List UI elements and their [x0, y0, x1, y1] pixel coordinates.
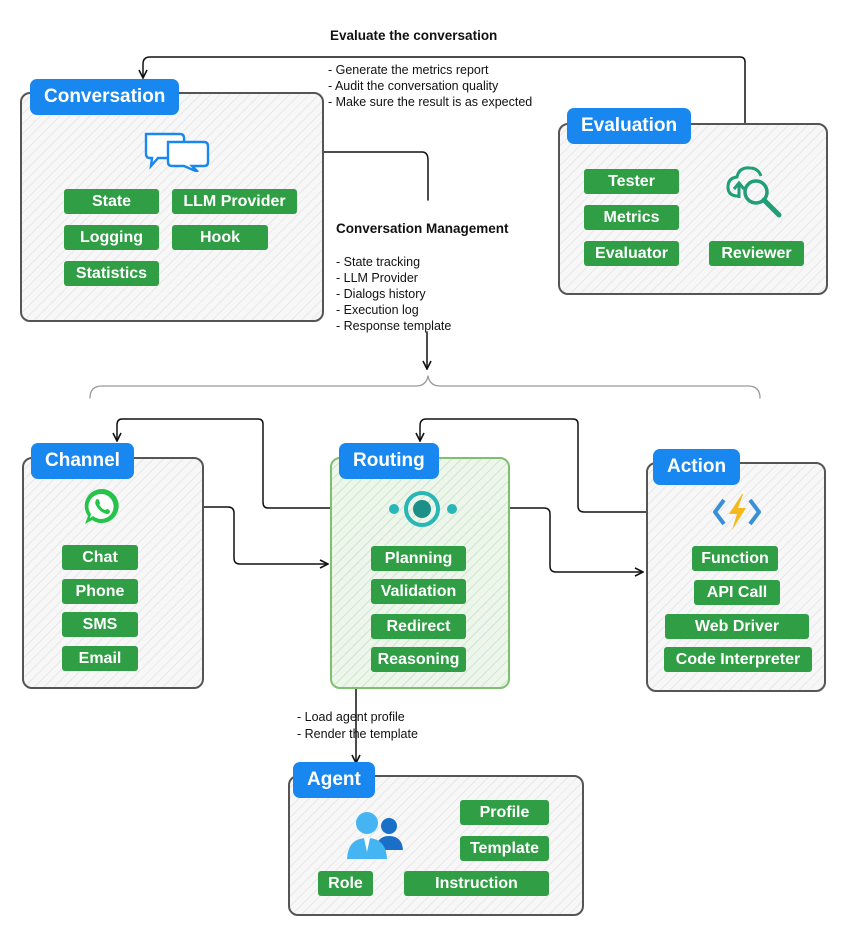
conversation-link-line [205, 151, 429, 201]
management-note-line: - Response template [336, 319, 452, 333]
evaluation-item-reviewer: Reviewer [709, 241, 804, 266]
agent-note-line: - Render the template [297, 727, 418, 741]
management-note-title: Conversation Management [336, 221, 509, 236]
agent-item-role: Role [318, 871, 373, 896]
cloud-search-icon [724, 162, 786, 227]
agent-item-profile: Profile [460, 800, 549, 825]
conversation-item-state: State [64, 189, 159, 214]
management-note-line: - State tracking [336, 255, 421, 269]
user-group-icon [345, 810, 405, 865]
routing-to-channel-arrow [117, 418, 389, 509]
channel-to-routing-arrow [123, 506, 327, 564]
evaluate-note-line: - Make sure the result is as expected [328, 95, 533, 109]
agent-title: Agent [293, 762, 375, 798]
evaluate-note-line: - Audit the conversation quality [328, 79, 499, 93]
chat-bubbles-icon [142, 130, 212, 177]
action-to-routing-arrow [420, 418, 729, 513]
evaluate-note-line: - Generate the metrics report [328, 63, 489, 77]
agent-item-template: Template [460, 836, 549, 861]
channel-item-email: Email [62, 646, 138, 671]
routing-item-redirect: Redirect [371, 614, 466, 639]
routing-item-validation: Validation [371, 579, 466, 604]
conversation-item-statistics: Statistics [64, 261, 159, 286]
evaluation-title: Evaluation [567, 108, 692, 144]
routing-title: Routing [339, 443, 439, 479]
routing-item-planning: Planning [371, 546, 466, 571]
management-note-line: - Dialogs history [336, 287, 426, 301]
layer-brace [89, 375, 761, 399]
action-item-function: Function [692, 546, 778, 571]
action-title: Action [653, 449, 741, 485]
evaluation-panel [558, 123, 828, 295]
routing-panel [330, 457, 510, 689]
evaluation-item-metrics: Metrics [584, 205, 679, 230]
agent-note-line: - Load agent profile [297, 710, 405, 724]
evaluation-item-tester: Tester [584, 169, 679, 194]
channel-title: Channel [31, 443, 134, 479]
whatsapp-icon [82, 487, 122, 532]
routing-to-action-arrow [455, 507, 642, 572]
action-item-web-driver: Web Driver [665, 614, 809, 639]
evaluate-arrow [143, 56, 746, 184]
conversation-item-logging: Logging [64, 225, 159, 250]
evaluate-note-title: Evaluate the conversation [330, 28, 498, 43]
management-note-line: - LLM Provider [336, 271, 418, 285]
conversation-item-hook: Hook [172, 225, 268, 250]
routing-item-reasoning: Reasoning [371, 647, 466, 672]
channel-item-chat: Chat [62, 545, 138, 570]
channel-item-sms: SMS [62, 612, 138, 637]
agent-item-instruction: Instruction [404, 871, 549, 896]
channel-item-phone: Phone [62, 579, 138, 604]
evaluation-item-evaluator: Evaluator [584, 241, 679, 266]
azure-function-icon [712, 492, 762, 537]
conversation-item-llm-provider: LLM Provider [172, 189, 297, 214]
action-item-code-interpreter: Code Interpreter [664, 647, 812, 672]
action-item-api-call: API Call [694, 580, 780, 605]
router-hub-icon [387, 489, 459, 534]
conversation-title: Conversation [30, 79, 180, 115]
management-note-line: - Execution log [336, 303, 419, 317]
